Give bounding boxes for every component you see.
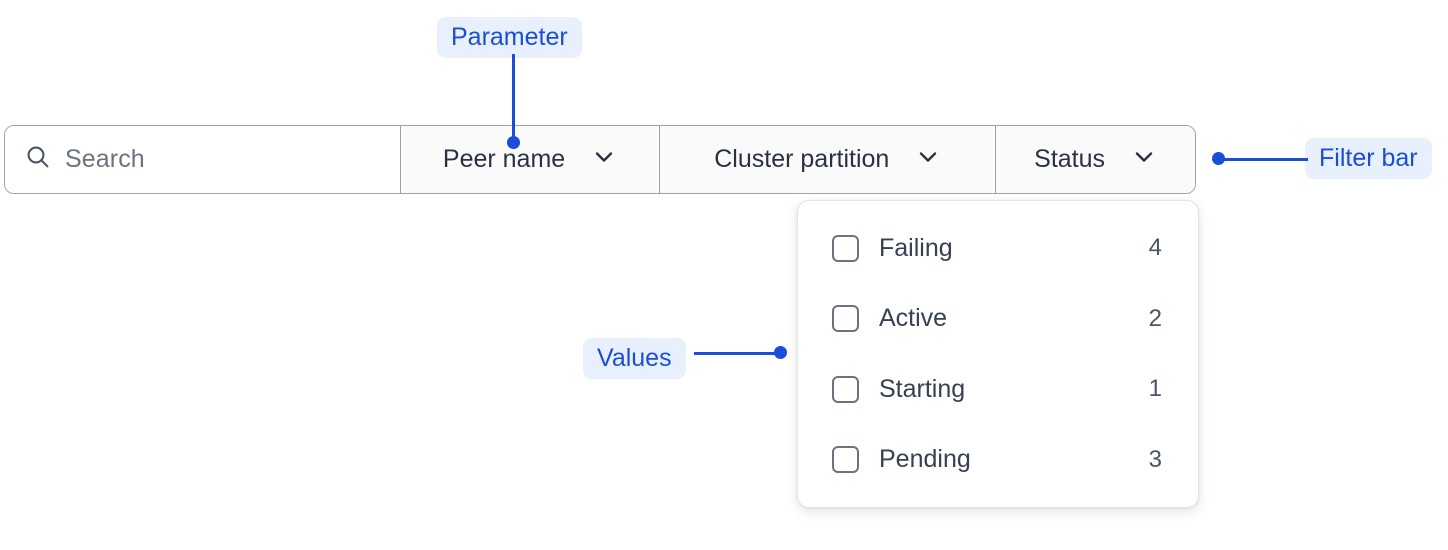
dropdown-option-label: Pending [879,445,971,474]
annotation-values-leader-dot [774,346,787,359]
dropdown-option-count: 4 [1148,234,1162,262]
annotation-parameter-leader-dot [507,136,520,149]
filter-chip-cluster-partition[interactable]: Cluster partition [660,126,997,193]
dropdown-option-label: Failing [879,233,953,262]
filter-bar: Search Peer name Cluster partition Statu… [4,125,1196,194]
chevron-down-icon [591,144,617,175]
search-placeholder: Search [65,145,145,173]
checkbox-active[interactable] [832,305,859,333]
annotation-values: Values [583,338,686,379]
checkbox-starting[interactable] [832,375,859,403]
checkbox-failing[interactable] [832,234,859,262]
filter-chip-peer-name-label: Peer name [442,145,566,173]
dropdown-option-label: Active [879,304,948,333]
filter-chip-status-label: Status [1034,145,1106,173]
annotation-parameter: Parameter [437,17,582,58]
dropdown-option-label: Starting [879,374,966,403]
filter-chip-cluster-partition-label: Cluster partition [714,145,890,173]
annotation-filter-bar-leader-line [1224,158,1308,161]
search-input[interactable]: Search [5,126,401,193]
annotation-parameter-leader-line [512,54,515,143]
dropdown-option-starting[interactable]: Starting 1 [798,355,1198,423]
search-icon [25,144,51,175]
annotation-filter-bar-leader-dot [1212,152,1225,165]
dropdown-option-count: 2 [1148,304,1162,332]
checkbox-pending[interactable] [832,446,859,474]
dropdown-option-pending[interactable]: Pending 3 [798,426,1198,494]
annotation-filter-bar: Filter bar [1305,138,1432,179]
dropdown-option-count: 1 [1148,375,1162,403]
filter-chip-status[interactable]: Status [996,126,1195,193]
dropdown-option-count: 3 [1148,445,1162,473]
filter-chip-peer-name[interactable]: Peer name [400,126,661,193]
chevron-down-icon [915,144,941,175]
dropdown-option-failing[interactable]: Failing 4 [798,214,1198,282]
status-dropdown-panel: Failing 4 Active 2 Starting 1 Pending 3 [797,200,1199,508]
dropdown-option-active[interactable]: Active 2 [798,285,1198,353]
annotation-values-leader-line [694,352,780,355]
chevron-down-icon [1131,144,1157,175]
